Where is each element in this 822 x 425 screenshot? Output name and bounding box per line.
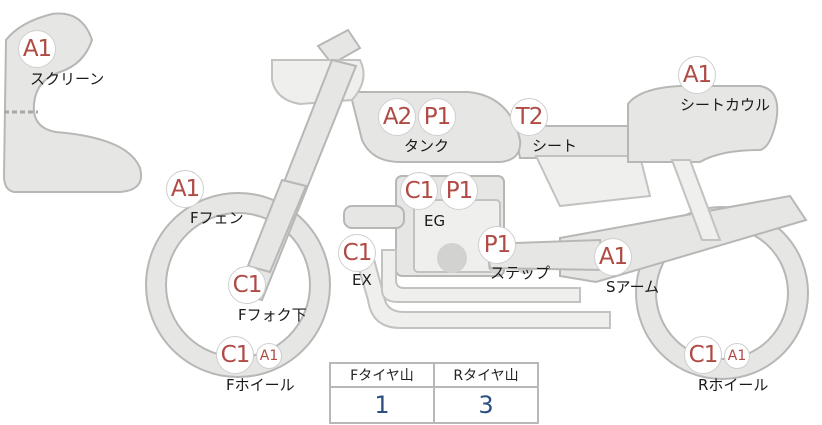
rear-tire-value: 3 bbox=[433, 386, 539, 424]
tank-code-badge-2: P1 bbox=[418, 98, 456, 136]
front-wheel-label: Fホイール bbox=[226, 376, 295, 394]
seat-cowl-code-badge: A1 bbox=[678, 56, 716, 94]
rear-shock-shape bbox=[670, 159, 722, 241]
front-fork-code-badge: C1 bbox=[228, 266, 266, 304]
engine-label: EG bbox=[424, 212, 446, 230]
swing-arm-code-badge: A1 bbox=[594, 238, 632, 276]
step-code-badge: P1 bbox=[478, 226, 516, 264]
tank-label: タンク bbox=[404, 137, 450, 155]
front-tire-header: Fタイヤ山 bbox=[329, 362, 435, 388]
swing-arm-label: Sアーム bbox=[606, 278, 660, 296]
rear-wheel-code-badge-2: A1 bbox=[724, 343, 750, 369]
seat-code-badge: T2 bbox=[510, 98, 548, 136]
seat-cowl-shape bbox=[627, 85, 779, 163]
seat-frame-shape bbox=[534, 155, 652, 208]
frame-shape bbox=[381, 249, 581, 303]
front-fork-label: Fフォク下 bbox=[238, 306, 307, 324]
engine-code-badge-2: P1 bbox=[440, 172, 478, 210]
rear-wheel-label: Rホイール bbox=[698, 376, 769, 394]
front-tire-value: 1 bbox=[329, 386, 435, 424]
front-wheel-code-badge-2: A1 bbox=[256, 343, 282, 369]
engine-code-badge-1: C1 bbox=[400, 172, 438, 210]
fork-upper-shape bbox=[246, 178, 308, 274]
screen-label: スクリーン bbox=[30, 70, 105, 88]
front-wheel-code-badge-1: C1 bbox=[216, 336, 254, 374]
rear-wheel-code-badge-1: C1 bbox=[684, 336, 722, 374]
front-fender-label: Fフェン bbox=[190, 209, 244, 227]
seat-cowl-label: シートカウル bbox=[680, 96, 771, 114]
handlebar-shape bbox=[316, 28, 362, 66]
rear-tire-header: Rタイヤ山 bbox=[433, 362, 539, 388]
screen-code-badge: A1 bbox=[18, 30, 56, 68]
tank-code-badge-1: A2 bbox=[378, 98, 416, 136]
seat-label: シート bbox=[532, 137, 578, 155]
tire-tread-table: Fタイヤ山 Rタイヤ山 1 3 bbox=[329, 362, 539, 424]
exhaust-code-badge: C1 bbox=[338, 234, 376, 272]
exhaust-shape bbox=[350, 243, 611, 329]
step-label: ステップ bbox=[490, 264, 551, 282]
exhaust-label: EX bbox=[352, 271, 372, 289]
front-fender-code-badge: A1 bbox=[166, 170, 204, 208]
